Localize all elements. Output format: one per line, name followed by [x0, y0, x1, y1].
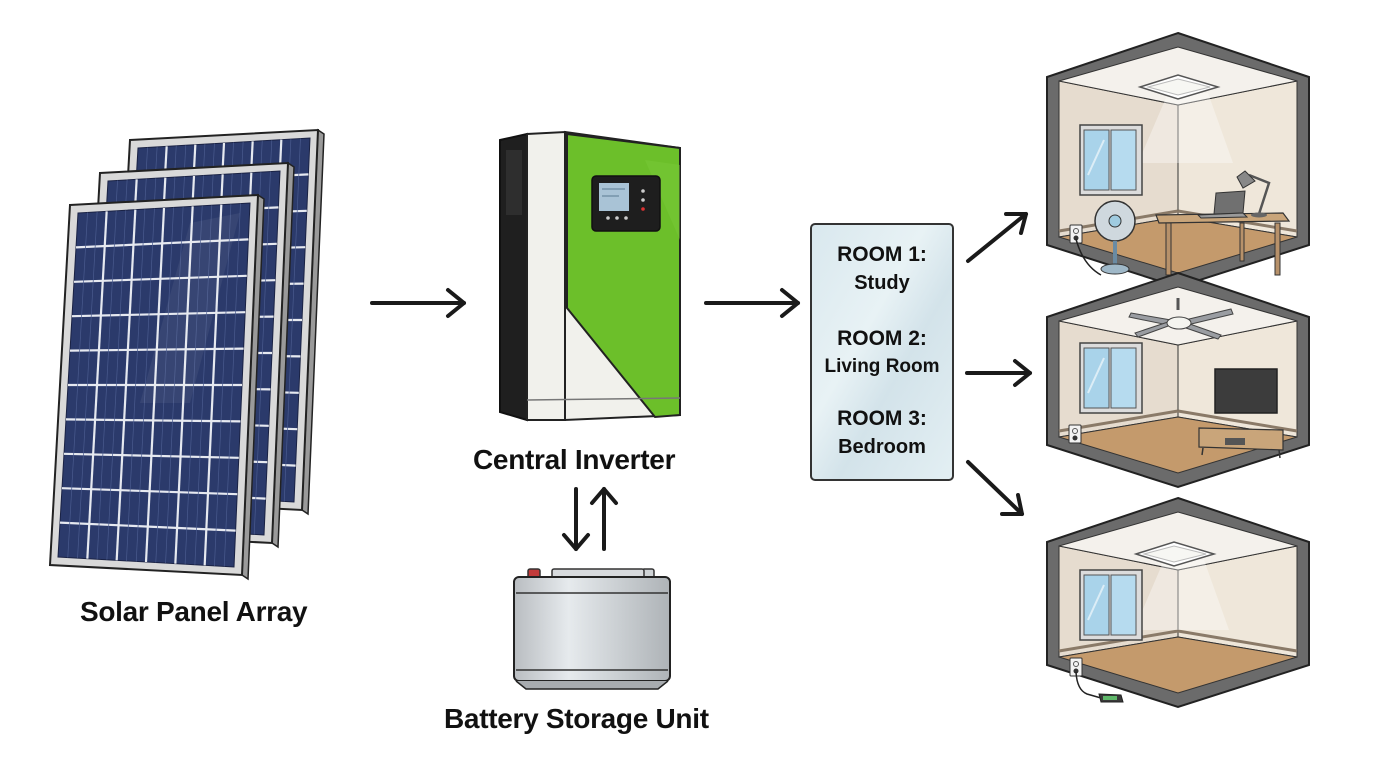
outlet-icon — [1068, 424, 1082, 444]
phone-charging-icon — [1098, 693, 1124, 703]
inverter-label: Central Inverter — [473, 444, 676, 475]
room-study-illustration — [1046, 31, 1310, 289]
arrow-to-bedroom — [966, 460, 1024, 516]
ceiling — [1058, 511, 1298, 571]
battery-label: Battery Storage Unit — [444, 703, 709, 734]
room-number-label: ROOM 3: — [837, 407, 927, 430]
outlet-icon — [1069, 224, 1083, 244]
room-entry-3: ROOM 3: Bedroom — [812, 405, 952, 461]
battery-icon — [513, 568, 671, 690]
room-distribution-panel: ROOM 1: Study ROOM 2: Living Room ROOM 3… — [810, 223, 954, 481]
arrow-inverter-to-distribution — [704, 288, 800, 318]
inverter-vent — [506, 150, 522, 215]
ceiling-fan-icon — [1128, 298, 1234, 340]
solar-panel-array — [48, 128, 325, 581]
arrow-to-living-room — [965, 359, 1032, 387]
room-number-label: ROOM 1: — [837, 243, 927, 266]
window — [1079, 124, 1143, 196]
desk-lamp-icon — [1236, 170, 1271, 218]
inverter-display — [591, 175, 661, 232]
laptop-icon — [1196, 190, 1249, 219]
room-entry-1: ROOM 1: Study — [812, 241, 952, 297]
arrow-down-to-battery — [562, 487, 590, 551]
room-living-room-illustration — [1046, 271, 1310, 489]
room-name: Living Room — [824, 356, 940, 377]
window — [1079, 569, 1143, 641]
arrow-to-study — [966, 212, 1028, 263]
window — [1079, 342, 1143, 414]
inverter-icon — [499, 130, 681, 422]
arrow-inverter-battery-bidirectional — [562, 487, 618, 551]
tv-stand-icon — [1198, 427, 1284, 459]
room-name: Bedroom — [838, 436, 926, 458]
fan-icon — [1094, 200, 1136, 275]
arrow-up-to-inverter — [590, 487, 618, 551]
outlet-icon — [1069, 657, 1083, 677]
tv-icon — [1214, 368, 1278, 414]
ceiling-light-icon — [1133, 541, 1229, 630]
floor — [1058, 636, 1298, 694]
solar-array-label: Solar Panel Array — [80, 596, 308, 627]
room-bedroom-illustration — [1046, 496, 1310, 709]
room-number-label: ROOM 2: — [837, 327, 927, 350]
room-name: Study — [854, 272, 910, 294]
ceiling-light-icon — [1137, 74, 1233, 163]
arrow-solar-to-inverter — [370, 288, 466, 318]
room-entry-2: ROOM 2: Living Room — [812, 325, 952, 381]
arrows-distribution-to-rooms — [965, 212, 1032, 516]
solar-panel — [48, 193, 265, 581]
